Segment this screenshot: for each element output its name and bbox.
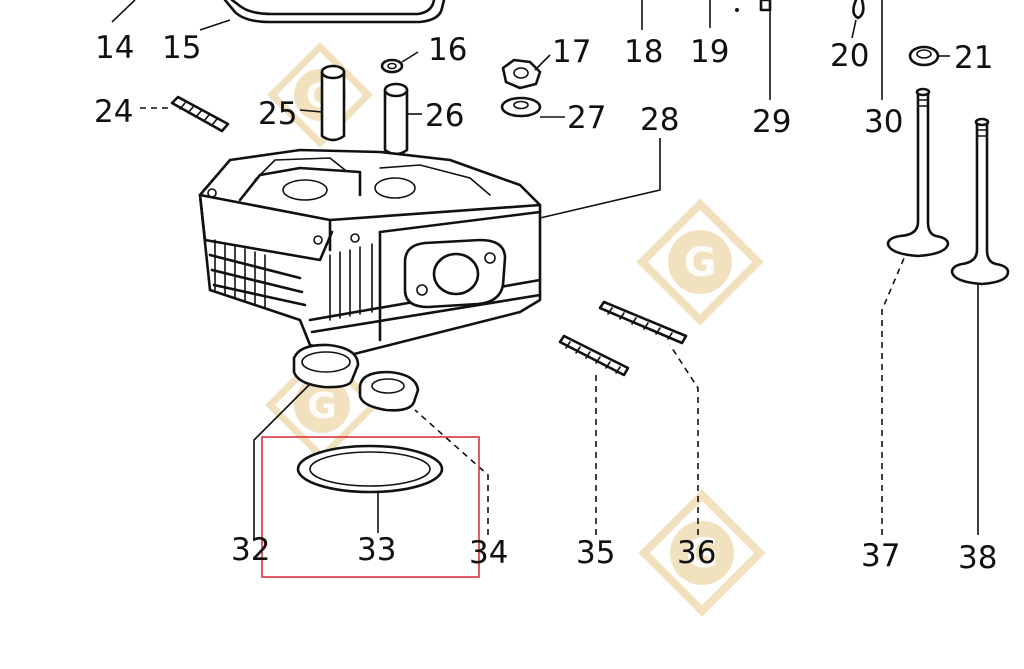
part-label-17: 17 — [552, 34, 591, 70]
part-label-32: 32 — [231, 532, 270, 568]
part-label-19: 19 — [690, 34, 729, 70]
part-20-fragment — [852, 0, 865, 20]
part-label-33: 33 — [357, 532, 396, 568]
part-29-fragment — [759, 0, 772, 12]
part-label-27: 27 — [567, 100, 606, 136]
part-32-ring — [292, 343, 360, 389]
part-label-20: 20 — [830, 38, 869, 74]
part-33-head-gasket — [296, 444, 444, 494]
part-19-fragment — [735, 8, 739, 12]
leader-lines — [111, 0, 979, 540]
rocker-cover-gasket-15 — [223, 0, 446, 24]
part-27-washer — [500, 96, 542, 118]
part-label-21: 21 — [954, 40, 993, 76]
part-36-stud — [598, 300, 688, 345]
part-16-clip — [380, 58, 404, 74]
part-label-26: 26 — [425, 98, 464, 134]
part-28-cylinder-head — [198, 148, 542, 357]
watermark-logo: G — [638, 489, 766, 617]
part-label-34: 34 — [469, 535, 508, 571]
part-24-stud — [170, 95, 230, 133]
part-label-25: 25 — [258, 96, 297, 132]
part-34-seal — [358, 370, 420, 412]
part-26-valve-guide — [383, 82, 409, 156]
part-label-18: 18 — [624, 34, 663, 70]
part-label-38: 38 — [958, 540, 997, 576]
part-label-16: 16 — [428, 32, 467, 68]
part-37-valve — [886, 87, 950, 258]
watermark-letter: G — [686, 531, 719, 577]
watermark-logo: G — [636, 198, 764, 326]
part-label-36: 36 — [677, 535, 716, 571]
part-label-37: 37 — [861, 538, 900, 574]
part-label-29: 29 — [752, 104, 791, 140]
part-labels: 14 15 16 17 18 19 20 21 24 25 26 27 28 2… — [94, 30, 997, 576]
part-label-24: 24 — [94, 94, 133, 130]
part-label-35: 35 — [576, 535, 615, 571]
highlight-box-part-33 — [261, 436, 480, 578]
part-35-stud — [558, 334, 630, 377]
part-21-cap — [908, 45, 940, 67]
watermark-letter: G — [684, 240, 717, 286]
part-25-valve-guide — [320, 64, 346, 142]
part-17-nut — [501, 58, 542, 90]
part-label-30: 30 — [864, 104, 903, 140]
part-label-15: 15 — [162, 30, 201, 66]
part-38-valve — [950, 117, 1010, 286]
part-label-14: 14 — [95, 30, 134, 66]
part-label-28: 28 — [640, 102, 679, 138]
watermark-letter: G — [307, 386, 337, 427]
